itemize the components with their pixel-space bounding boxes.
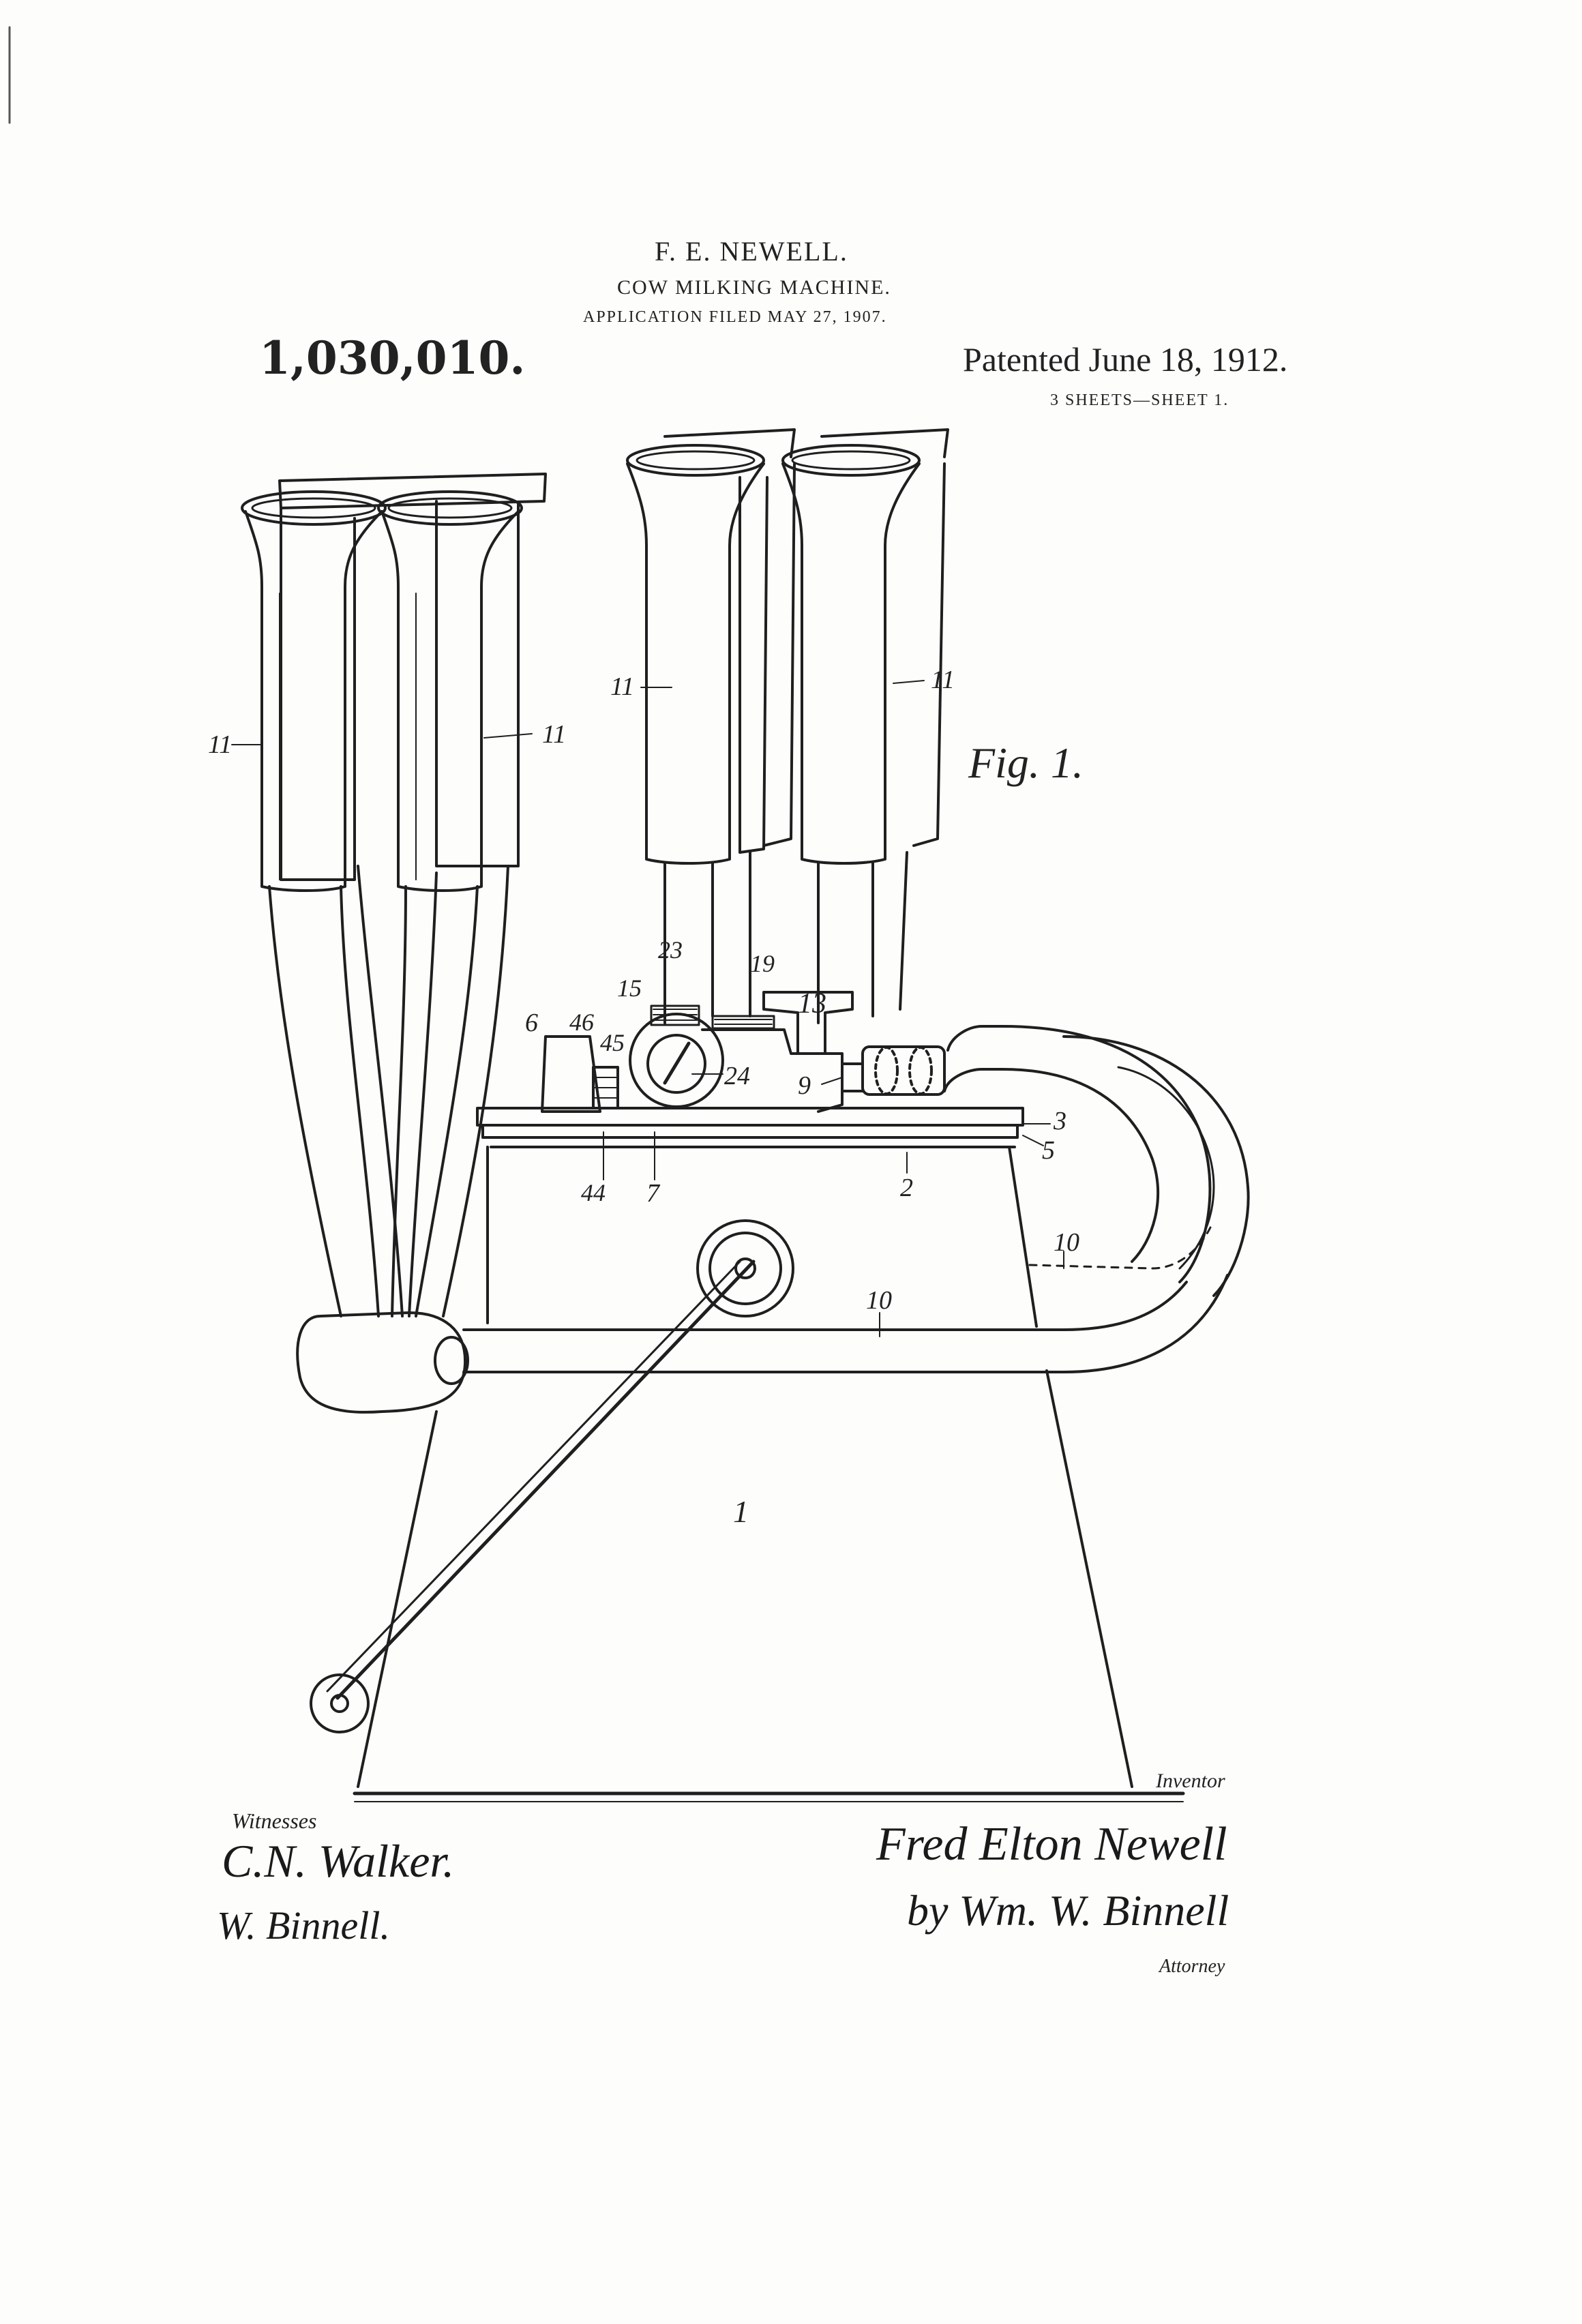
claw-junction (297, 1313, 468, 1412)
attorney-signature: by Wm. W. Binnell (907, 1886, 1229, 1936)
vacuum-pipe (464, 1275, 1227, 1372)
witnesses-label: Witnesses (232, 1808, 316, 1834)
figure-label: Fig. 1. (968, 738, 1084, 788)
hose-loops (944, 1026, 1249, 1296)
ref-23: 23 (658, 936, 683, 964)
ref-1: 1 (733, 1493, 749, 1530)
ref-11-mid-left: 11 (542, 719, 566, 749)
ref-13: 13 (798, 987, 826, 1020)
teat-cups-right (627, 430, 948, 1023)
lid-rim (477, 1108, 1023, 1147)
ref-3: 3 (1054, 1106, 1066, 1136)
ref-19: 19 (750, 949, 775, 978)
ref-24: 24 (724, 1061, 750, 1091)
witness-signature-2: W. Binnell. (217, 1903, 390, 1948)
ref-44: 44 (581, 1178, 606, 1207)
lever-rod (311, 1262, 753, 1732)
inventor-label: Inventor (1156, 1770, 1225, 1793)
ref-15: 15 (617, 974, 642, 1002)
witness-signature-1: C.N. Walker. (222, 1834, 454, 1888)
ref-9: 9 (798, 1071, 811, 1101)
ref-7: 7 (646, 1178, 659, 1208)
inventor-header: F. E. NEWELL. (655, 235, 848, 267)
ref-2: 2 (900, 1173, 913, 1203)
inventor-signature: Fred Elton Newell (876, 1817, 1227, 1872)
ref-11-right: 11 (931, 665, 955, 695)
ref-45: 45 (600, 1028, 625, 1057)
application-filed: APPLICATION FILED MAY 27, 1907. (583, 308, 887, 327)
patent-number: 1,030,010. (259, 331, 525, 385)
teat-cups-left (242, 474, 546, 1316)
invention-title: COW MILKING MACHINE. (617, 276, 891, 299)
sheet-count: 3 SHEETS—SHEET 1. (1050, 391, 1229, 410)
ref-46: 46 (569, 1008, 594, 1037)
ref-11-mid: 11 (610, 672, 634, 702)
ref-6: 6 (525, 1008, 538, 1038)
ref-5: 5 (1042, 1135, 1055, 1165)
ref-10-a: 10 (1054, 1227, 1079, 1257)
ref-10-b: 10 (866, 1285, 892, 1315)
patented-date: Patented June 18, 1912. (963, 340, 1287, 379)
ref-11-far-left: 11 (208, 730, 232, 760)
attorney-label: Attorney (1159, 1956, 1225, 1978)
